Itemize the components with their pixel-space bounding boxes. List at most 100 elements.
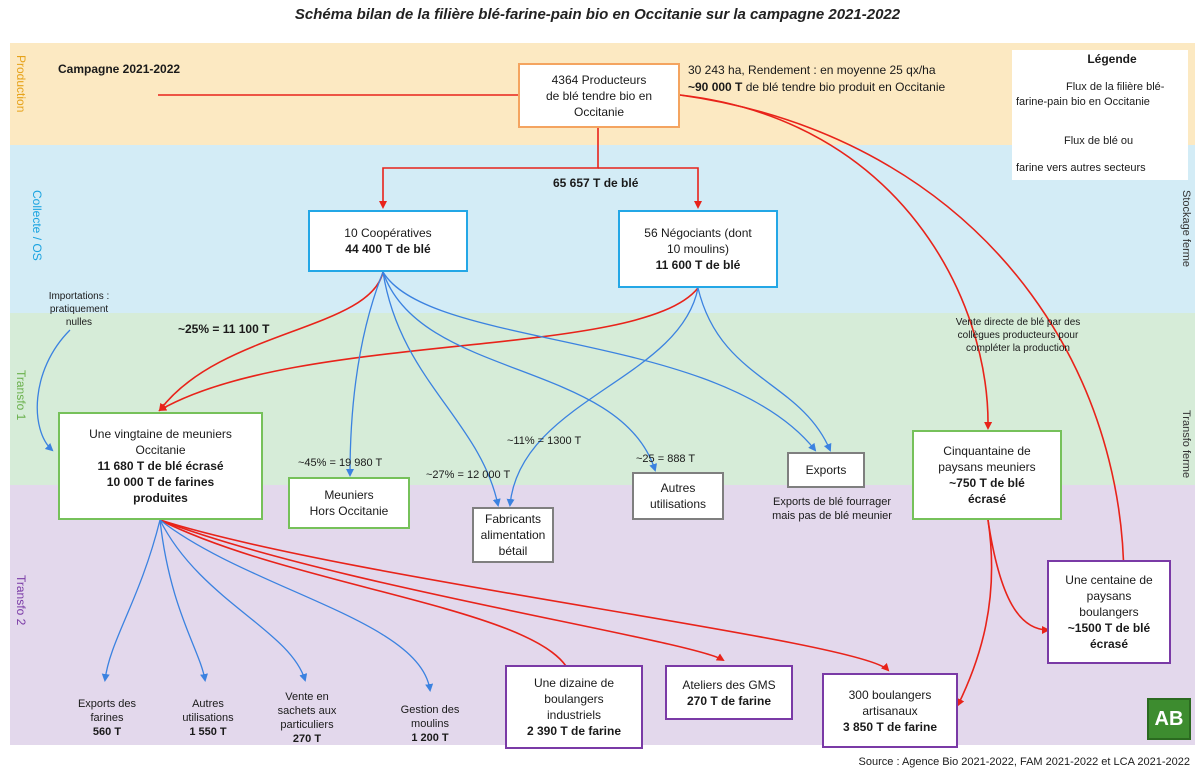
- arrow-pm-to-pb: [987, 519, 1050, 634]
- flow-pct-hors-occitanie: ~45% = 19 980 T: [298, 457, 383, 469]
- output-gestion-moulins: Gestion des moulins 1 200 T: [382, 703, 478, 745]
- right-label-transfo-ferme: Transfo ferme: [1180, 410, 1192, 479]
- arrow-neg-feed: [506, 287, 699, 507]
- paysans-meuniers-box: Cinquantaine de paysans meuniers ~750 T …: [912, 430, 1062, 520]
- output-vente-sachets: Vente en sachets aux particuliers 270 T: [262, 690, 352, 746]
- flow-pct-other: ~25 = 888 T: [636, 453, 696, 465]
- paysans-boulangers-line5: écrasé: [1089, 637, 1129, 651]
- industriels-line1: Une dizaine de: [533, 676, 615, 690]
- arrow-neg-exports: [697, 287, 832, 452]
- coops-line2: 44 400 T de blé: [345, 242, 431, 256]
- output-autres-line2: utilisations: [182, 712, 234, 724]
- imports-line3: nulles: [65, 317, 93, 328]
- imports-line1: Importations :: [48, 291, 110, 302]
- gms-box: Ateliers des GMS 270 T de farine: [665, 665, 793, 720]
- production-info-line1: 30 243 ha, Rendement : en moyenne 25 qx/…: [688, 63, 936, 77]
- millers-line1: Une vingtaine de meuniers: [89, 427, 232, 441]
- industriels-line3: industriels: [546, 708, 602, 722]
- arrow-coops-exports: [382, 271, 817, 452]
- coops-box: 10 Coopératives 44 400 T de blé: [308, 210, 468, 272]
- autres-util-box: Autres utilisations: [632, 472, 724, 520]
- negociants-line3: 11 600 T de blé: [655, 258, 741, 272]
- meuniers-hors-box: Meuniers Hors Occitanie: [288, 477, 410, 529]
- gms-line2: 270 T de farine: [686, 693, 772, 708]
- band-label-collecte: Collecte / OS: [30, 190, 44, 261]
- exports-note-line1: Exports de blé fourrager: [772, 496, 891, 508]
- production-info-line2: de blé tendre bio produit en Occitanie: [742, 80, 946, 94]
- arrow-coops-autres: [382, 271, 657, 472]
- paysans-boulangers-line1: Une centaine de: [1065, 573, 1153, 587]
- arrow-prod-to-paysans-meuniers: [679, 94, 993, 430]
- paysans-meuniers-line4: écrasé: [967, 492, 1007, 506]
- millers-line5: produites: [133, 491, 188, 505]
- output-vente-sachets-line3: particuliers: [280, 719, 334, 731]
- production-info: 30 243 ha, Rendement : en moyenne 25 qx/…: [688, 62, 1008, 96]
- output-gestion-moulins-line1: Gestion des: [400, 704, 460, 716]
- arrow-millers-to-artisans: [159, 519, 890, 672]
- paysans-boulangers-line4: ~1500 T de blé: [1067, 621, 1151, 635]
- arrow-coops-hors: [346, 271, 384, 477]
- ab-logo: AB: [1147, 698, 1191, 740]
- flow-pct-feed: ~27% = 12 000 T: [426, 469, 511, 481]
- millers-line2: Occitanie: [135, 443, 186, 457]
- industriels-line2: boulangers: [544, 692, 604, 706]
- arrow-mill-gestion: [159, 519, 434, 692]
- campaign-label: Campagne 2021-2022: [58, 62, 181, 76]
- industriels-line4: 2 390 T de farine: [526, 724, 622, 738]
- legend: Légende Flux de la filière blé-farine-pa…: [1012, 50, 1188, 180]
- band-collecte: [10, 145, 1195, 313]
- gms-line1: Ateliers des GMS: [682, 677, 776, 692]
- output-exports-farines-value: 560 T: [92, 726, 122, 738]
- collected-total: 65 657 T de blé: [553, 176, 639, 190]
- millers-box: Une vingtaine de meuniers Occitanie 11 6…: [58, 412, 263, 520]
- exports-label: Exports: [805, 463, 847, 477]
- negociants-box: 56 Négociants (dont 10 moulins) 11 600 T…: [618, 210, 778, 288]
- legend-title: Légende: [1087, 52, 1137, 66]
- exports-note-line2: mais pas de blé meunier: [772, 510, 892, 522]
- output-gestion-moulins-line2: moulins: [411, 718, 449, 730]
- direct-sale-note: Vente directe de blé par des collègues p…: [928, 316, 1108, 355]
- output-vente-sachets-line1: Vente en: [285, 691, 329, 703]
- industriels-box: Une dizaine de boulangers industriels 2 …: [505, 665, 643, 749]
- right-label-stockage: Stockage ferme: [1180, 190, 1192, 268]
- imports-line2: pratiquement: [49, 304, 109, 315]
- paysans-boulangers-line3: boulangers: [1079, 605, 1139, 619]
- producers-box: 4364 Producteurs de blé tendre bio en Oc…: [518, 63, 680, 128]
- paysans-boulangers-box: Une centaine de paysans boulangers ~1500…: [1047, 560, 1171, 664]
- output-autres-value: 1 550 T: [189, 726, 227, 738]
- paysans-boulangers-line2: paysans: [1086, 589, 1132, 603]
- source-note: Source : Agence Bio 2021-2022, FAM 2021-…: [858, 756, 1190, 768]
- band-label-production: Production: [14, 55, 28, 113]
- arrow-mill-autres: [159, 519, 208, 682]
- paysans-meuniers-line3: ~750 T de blé: [949, 476, 1025, 490]
- arrow-mill-sachets: [159, 519, 308, 682]
- fabricants-line1: Fabricants: [484, 512, 542, 526]
- arrow-millers-to-industriels: [159, 519, 575, 682]
- output-exports-farines-line1: Exports des: [77, 698, 137, 710]
- output-vente-sachets-value: 270 T: [292, 733, 322, 745]
- band-label-transfo1: Transfo 1: [14, 370, 28, 421]
- arrow-pm-to-artisans: [957, 519, 993, 707]
- arrow-coops-feed: [382, 271, 501, 507]
- autres-util-line2: utilisations: [649, 497, 707, 511]
- artisans-box: 300 boulangers artisanaux 3 850 T de far…: [822, 673, 958, 748]
- arrow-imports: [36, 329, 71, 452]
- legend-blue-line2: farine vers autres secteurs: [1016, 162, 1146, 174]
- fabricants-line3: bétail: [498, 544, 528, 558]
- arrow-millers-to-gms: [159, 519, 725, 662]
- negociants-line2: 10 moulins): [666, 242, 730, 256]
- direct-sale-line2: collègues producteurs pour: [957, 330, 1079, 341]
- fabricants-box: Fabricants alimentation bétail: [472, 507, 554, 563]
- paysans-meuniers-line2: paysans meuniers: [938, 460, 1036, 474]
- millers-line4: 10 000 T de farines: [106, 475, 215, 489]
- exports-box: Exports: [787, 452, 865, 488]
- producers-line3: Occitanie: [573, 104, 625, 119]
- producers-line2: de blé tendre bio en: [545, 88, 653, 103]
- flow-pct-feed-blue: ~11% = 1300 T: [507, 435, 582, 447]
- paysans-meuniers-line1: Cinquantaine de: [943, 444, 1031, 458]
- legend-red-text: Flux de la filière blé-farine-pain bio e…: [1016, 81, 1165, 108]
- arrow-prod-to-paysans-boulangers: [679, 94, 1125, 642]
- artisans-line3: 3 850 T de farine: [842, 719, 938, 734]
- millers-line3: 11 680 T de blé écrasé: [97, 459, 224, 473]
- meuniers-hors-line1: Meuniers: [324, 488, 374, 502]
